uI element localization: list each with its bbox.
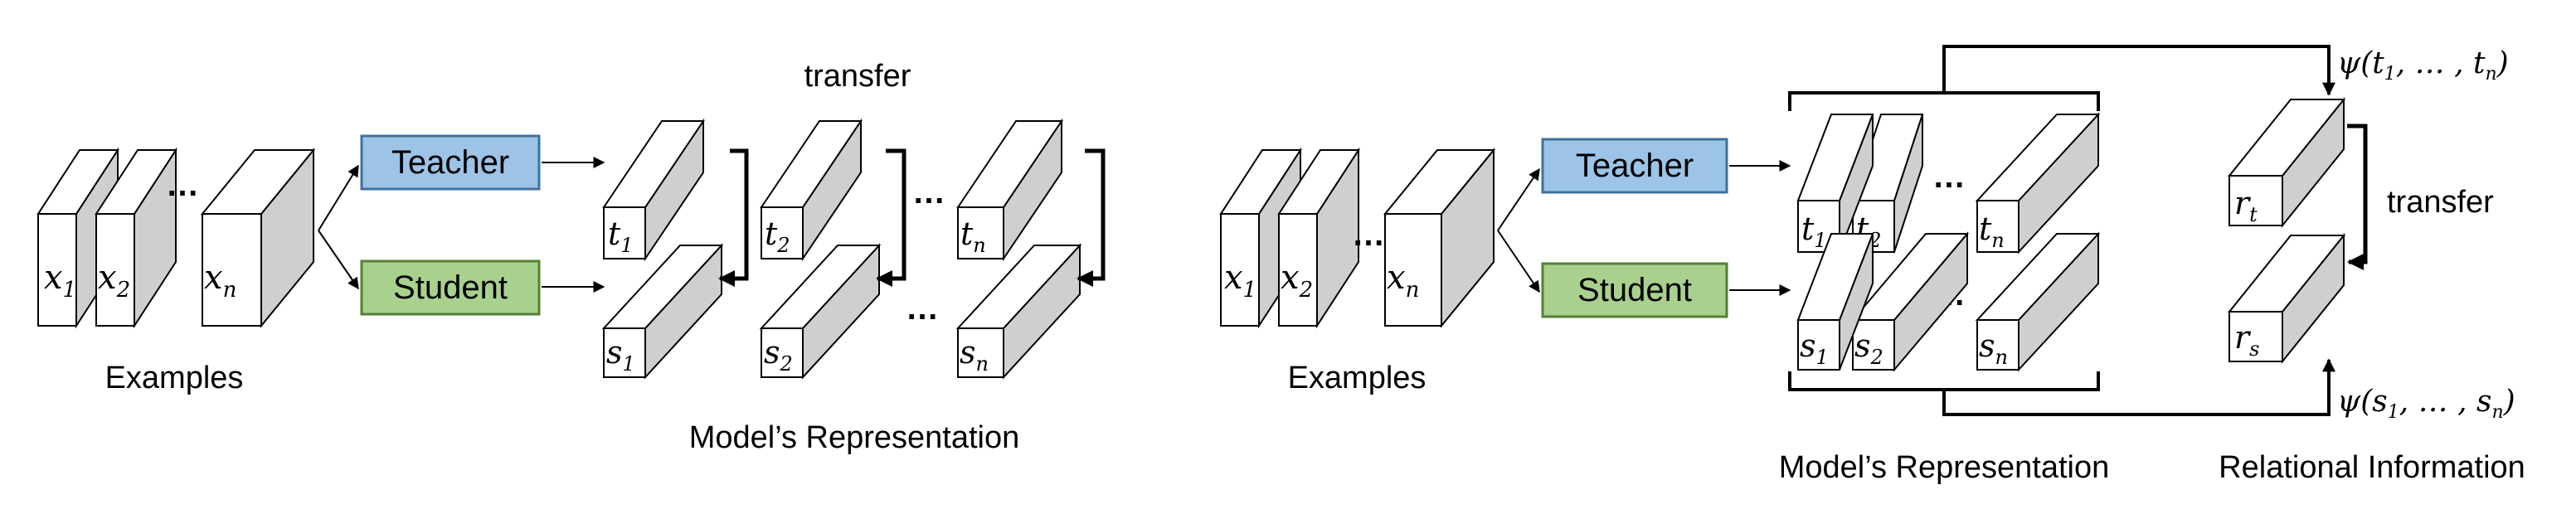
teacher-label-r: Teacher — [1576, 148, 1694, 184]
transfer-arrow-2 — [876, 148, 906, 287]
example-block-x2: x2 — [95, 147, 177, 329]
transfer-arrow-n — [1077, 148, 1106, 287]
repr-tn: tn — [956, 118, 1063, 262]
teacher-box: Teacher — [360, 134, 541, 191]
right-panel: x1 x2 … xn Examples Teacher — [1219, 45, 2525, 485]
representation-label-left: Model’s Representation — [689, 420, 1020, 455]
examples-ellipsis-r: … — [1352, 216, 1385, 253]
transfer-arrow-relational — [2347, 124, 2368, 270]
relational-label: Relational Information — [2219, 450, 2525, 485]
left-examples: x1 x2 … xn Examples — [36, 147, 316, 395]
tn-label-r: tn — [1979, 211, 2005, 252]
psi-t-connector — [1942, 45, 2335, 96]
x2-label-r: x2 — [1281, 259, 1313, 303]
t-ellipsis-r: … — [1932, 158, 1966, 195]
repr-tn-r: tn — [1975, 112, 2101, 254]
s1-label: s1 — [606, 334, 635, 376]
s2-label-r: s2 — [1854, 327, 1883, 369]
xn-label-r: xn — [1387, 259, 1419, 303]
transfer-label-left: transfer — [804, 59, 911, 94]
arrow-to-teacher — [318, 164, 359, 231]
repr-sn: sn — [955, 243, 1082, 380]
x2-label: x2 — [98, 259, 130, 303]
s1-label-r: s1 — [1800, 327, 1829, 369]
relational-rt: rt — [2227, 97, 2346, 228]
repr-t1: t1 — [602, 118, 705, 262]
t1-label-r: t1 — [1801, 211, 1827, 252]
arrow-to-student-r — [1497, 230, 1540, 293]
repr-s1-r: s1 — [1796, 233, 1874, 371]
t-ellipsis: … — [912, 174, 945, 211]
psi-t-label: ψ(t1, … , tn) — [2337, 46, 2509, 85]
example-block-xn-r: xn — [1383, 148, 1496, 328]
repr-t2: t2 — [760, 118, 863, 262]
examples-label: Examples — [105, 361, 244, 395]
x1-label-r: x1 — [1224, 259, 1256, 303]
arrow-to-teacher-r — [1497, 167, 1540, 231]
tn-label: tn — [960, 216, 986, 257]
arrow-to-student — [318, 230, 359, 290]
repr-s2-r: s2 — [1850, 231, 1970, 372]
t2-label: t2 — [765, 216, 790, 257]
top-bracket — [1788, 91, 2100, 111]
repr-s2: s2 — [759, 243, 882, 380]
right-examples: x1 x2 … xn Examples — [1219, 147, 1496, 395]
teacher-label: Teacher — [391, 144, 509, 181]
s2-label: s2 — [764, 334, 793, 376]
examples-label-r: Examples — [1288, 361, 1427, 395]
bottom-bracket — [1788, 371, 2100, 391]
psi-s-label: ψ(s1, … , sn) — [2337, 385, 2515, 423]
student-label: Student — [393, 269, 508, 306]
repr-s1: s1 — [601, 243, 724, 380]
representation-label-right: Model’s Representation — [1779, 450, 2110, 485]
x1-label: x1 — [44, 259, 76, 303]
example-block-xn: xn — [200, 148, 316, 328]
student-box-r: Student — [1541, 262, 1728, 318]
transfer-arrow-1 — [718, 148, 749, 287]
psi-s-connector — [1942, 358, 2335, 416]
teacher-box-r: Teacher — [1541, 138, 1728, 194]
repr-sn-r: sn — [1975, 231, 2101, 372]
left-panel: x1 x2 … xn Examples Teacher — [36, 59, 1106, 455]
xn-label: xn — [204, 259, 236, 303]
transfer-label-right: transfer — [2387, 185, 2494, 220]
student-label-r: Student — [1577, 272, 1692, 308]
sn-label: sn — [960, 334, 989, 376]
rs-label: rs — [2234, 319, 2260, 361]
sn-label-r: sn — [1979, 327, 2008, 369]
relational-rs: rs — [2227, 233, 2346, 364]
example-block-x2-r: x2 — [1277, 147, 1360, 329]
example-block-x1: x1 — [36, 147, 119, 329]
student-box: Student — [360, 259, 541, 316]
t1-label: t1 — [608, 216, 634, 257]
s-ellipsis: … — [906, 290, 939, 327]
rt-label: rt — [2234, 185, 2258, 226]
examples-ellipsis: … — [166, 167, 199, 203]
